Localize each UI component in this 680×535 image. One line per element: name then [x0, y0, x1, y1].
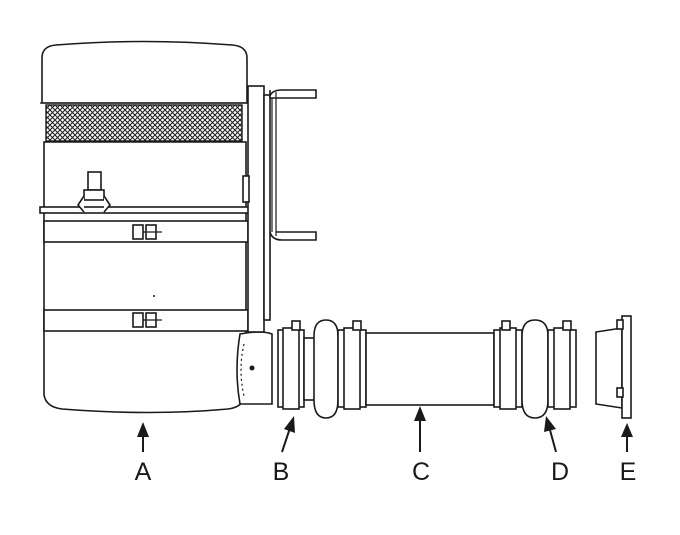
- part-c-tube: [313, 319, 523, 419]
- part-labels: A B C D E: [135, 458, 637, 486]
- housing-body: [43, 141, 247, 414]
- label-c: C: [412, 458, 430, 486]
- label-b: B: [273, 458, 290, 486]
- part-d-coupler: [521, 319, 577, 419]
- part-a-air-cleaner: [39, 40, 273, 414]
- label-e: E: [620, 458, 637, 486]
- label-d: D: [551, 458, 569, 486]
- top-cap: [41, 40, 248, 104]
- arrow-d: [549, 429, 557, 453]
- arrow-b: [281, 427, 291, 453]
- label-a: A: [135, 458, 152, 486]
- upper-strap-bolt: [132, 224, 162, 240]
- lower-strap-bolt: [132, 312, 162, 328]
- part-b-clamp: [277, 320, 319, 410]
- latch-handle: [76, 171, 112, 213]
- part-e-flange: [595, 315, 632, 419]
- mesh-screen: [45, 104, 243, 142]
- leader-arrows: [137, 406, 633, 453]
- mounting-bracket: [242, 85, 317, 333]
